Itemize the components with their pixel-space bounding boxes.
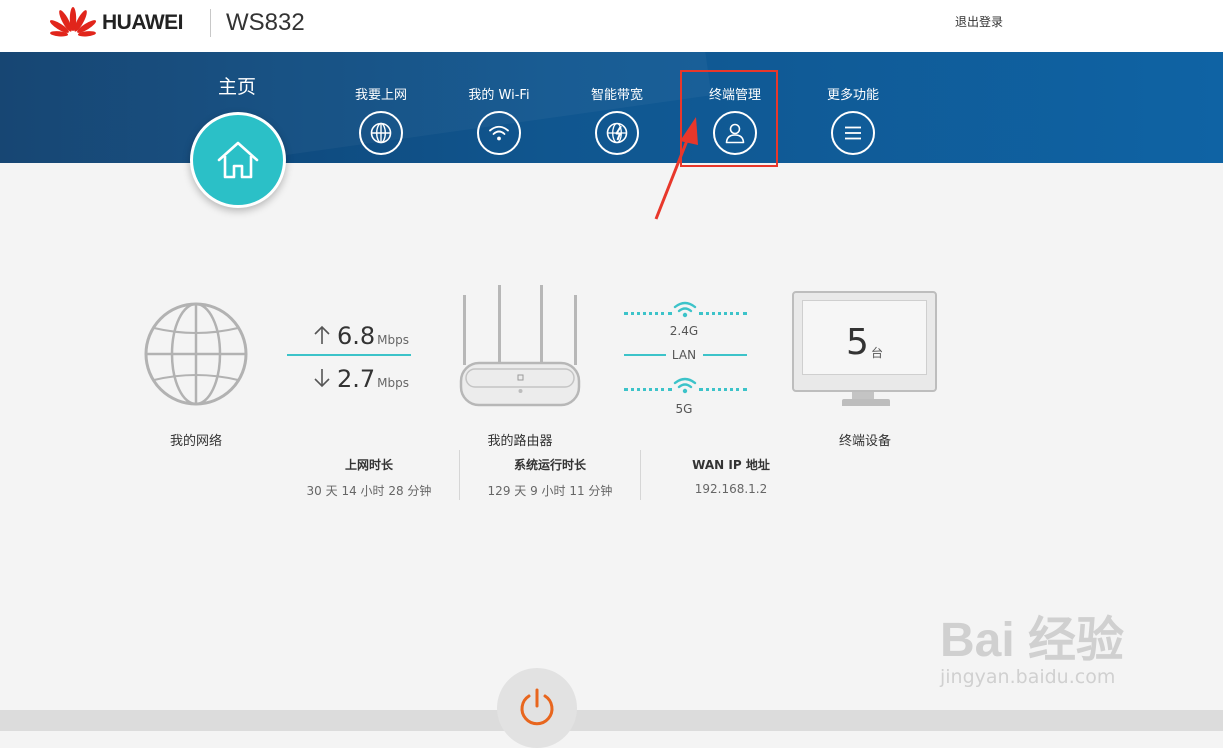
home-label: 主页 xyxy=(218,76,257,98)
nav-item-label: 智能带宽 xyxy=(590,88,643,103)
wifi-24-link-left xyxy=(624,312,672,315)
uptime-value: 129 天 9 小时 11 分钟 xyxy=(487,484,613,498)
logout-link[interactable]: 退出登录 xyxy=(955,15,1004,29)
user-icon xyxy=(725,123,745,144)
wifi-5g-link-left xyxy=(624,388,672,391)
download-value: 2.7 xyxy=(337,365,376,393)
nav-icon-ring xyxy=(713,111,757,155)
upload-arrow-icon xyxy=(314,325,330,344)
nav-icon-ring xyxy=(595,111,639,155)
nav-item-wifi[interactable]: 我的 Wi-Fi xyxy=(439,88,559,159)
lan-link-left xyxy=(624,354,666,356)
online-time-title: 上网时长 xyxy=(344,458,393,472)
nav-item-more[interactable]: 更多功能 xyxy=(793,88,913,159)
wifi-24-icon xyxy=(673,301,697,318)
nav-item-bandwidth[interactable]: 智能带宽 xyxy=(557,88,677,159)
nav-item-device-management[interactable]: 终端管理 xyxy=(675,88,795,159)
nav-item-label: 我的 Wi-Fi xyxy=(468,88,530,103)
wan-ip-value: 192.168.1.2 xyxy=(694,482,768,496)
devices-monitor[interactable] xyxy=(792,291,937,392)
huawei-logo-icon xyxy=(50,7,96,37)
online-time-value: 30 天 14 小时 28 分钟 xyxy=(306,484,432,498)
band-24-label: 2.4G xyxy=(669,324,699,338)
nav-icon-ring xyxy=(831,111,875,155)
speed-unit: Mbps xyxy=(377,376,410,390)
stat-divider xyxy=(459,450,460,500)
home-button[interactable] xyxy=(190,112,286,208)
baidu-watermark: Bai 经验 jingyan.baidu.com xyxy=(940,600,1124,688)
model-name: WS832 xyxy=(226,9,305,36)
download-arrow-icon xyxy=(314,369,330,388)
router-label: 我的路由器 xyxy=(487,434,553,449)
stat-divider xyxy=(640,450,641,500)
bandwidth-globe-icon xyxy=(606,122,628,144)
devices-label: 终端设备 xyxy=(838,434,891,449)
monitor-stand-base xyxy=(842,399,890,406)
menu-icon xyxy=(845,126,861,140)
watermark-main: Bai 经验 xyxy=(940,614,1125,667)
network-globe-icon[interactable] xyxy=(144,302,248,406)
home-icon xyxy=(217,141,259,179)
watermark-sub: jingyan.baidu.com xyxy=(940,666,1116,688)
uptime-title: 系统运行时长 xyxy=(513,458,586,472)
nav-icon-ring xyxy=(477,111,521,155)
band-5g-label: 5G xyxy=(675,402,693,416)
nav-item-label: 更多功能 xyxy=(826,88,879,103)
wifi-icon xyxy=(489,125,509,141)
router-icon[interactable] xyxy=(458,283,582,409)
brand-name: HUAWEI xyxy=(102,11,184,34)
globe-icon xyxy=(370,122,392,144)
wifi-24-link-right xyxy=(699,312,747,315)
monitor-screen xyxy=(802,300,927,375)
annotation-highlight-box xyxy=(680,70,778,167)
upload-value: 6.8 xyxy=(337,322,376,350)
nav-item-label: 我要上网 xyxy=(354,88,407,103)
top-bar: HUAWEI WS832 退出登录 xyxy=(0,0,1223,52)
devices-count: 5 xyxy=(846,322,869,363)
network-label: 我的网络 xyxy=(169,434,222,449)
speed-unit: Mbps xyxy=(377,333,410,347)
monitor-stand xyxy=(852,392,874,399)
devices-unit: 台 xyxy=(871,346,884,360)
band-lan-label: LAN xyxy=(671,348,697,362)
nav-icon-ring xyxy=(359,111,403,155)
lan-link-right xyxy=(703,354,747,356)
speed-divider xyxy=(287,354,411,356)
nav-item-label: 终端管理 xyxy=(708,88,761,103)
power-button[interactable] xyxy=(497,668,577,748)
bottom-bar xyxy=(0,710,1223,731)
annotation-arrow-icon xyxy=(654,117,698,220)
wifi-5g-link-right xyxy=(699,388,747,391)
nav-item-internet[interactable]: 我要上网 xyxy=(321,88,441,159)
header-divider xyxy=(210,9,211,37)
wifi-5g-icon xyxy=(673,377,697,394)
wan-ip-title: WAN IP 地址 xyxy=(692,458,770,472)
power-icon xyxy=(520,688,554,726)
